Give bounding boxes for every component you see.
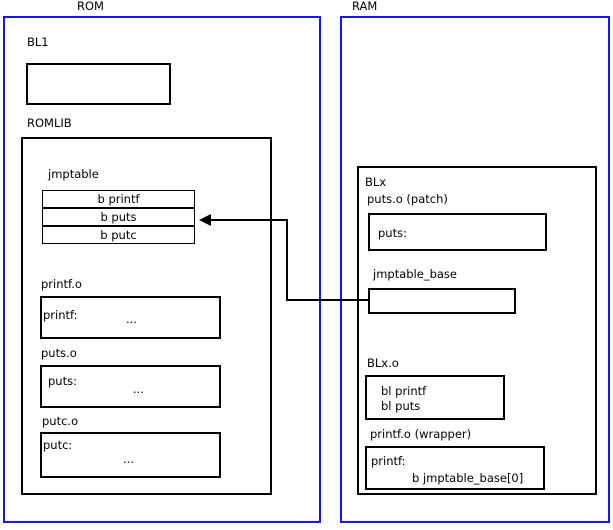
putc-o-label: putc.o: [42, 414, 79, 428]
jmptable-label: jmptable: [48, 167, 99, 181]
puts-patch-box: [368, 213, 547, 251]
putc-o-body: ...: [123, 452, 134, 466]
blx-o-line1: bl printf: [381, 384, 427, 398]
puts-patch-label: puts.o (patch): [367, 192, 448, 206]
blx-o-label: BLx.o: [367, 356, 399, 370]
printf-o-symbol: printf:: [43, 308, 78, 322]
bl1-label: BL1: [27, 35, 49, 49]
jmptable-entry-putc-text: b putc: [100, 228, 137, 242]
blx-o-line2: bl puts: [381, 399, 421, 413]
puts-o-symbol: puts:: [48, 374, 77, 388]
bl1-box: [26, 63, 171, 105]
jmptable-entry-puts: b puts: [42, 208, 195, 226]
jmptable-entry-puts-text: b puts: [100, 210, 137, 224]
printf-o-box: [40, 296, 221, 339]
printf-o-label: printf.o: [41, 277, 82, 291]
connector-vertical: [286, 219, 288, 301]
romlib-label: ROMLIB: [27, 116, 72, 130]
jmptable-entry-putc: b putc: [42, 226, 195, 244]
blx-label: BLx: [365, 175, 387, 189]
printf-wrapper-symbol: printf:: [371, 454, 406, 468]
jmptable-entry-printf-text: b printf: [97, 192, 140, 206]
puts-o-box: [40, 365, 221, 408]
rom-region: [3, 16, 321, 523]
ram-region: [340, 16, 610, 523]
puts-patch-symbol: puts:: [378, 226, 407, 240]
connector-arrowhead-icon: [199, 214, 211, 226]
connector-horizontal-right: [286, 299, 368, 301]
putc-o-symbol: putc:: [43, 438, 73, 452]
printf-o-body: ...: [126, 312, 137, 326]
puts-o-label: puts.o: [41, 346, 77, 360]
blx-o-box: [365, 375, 505, 420]
connector-horizontal-left: [210, 219, 288, 221]
rom-region-label: ROM: [77, 0, 104, 13]
jmptable-entry-printf: b printf: [42, 190, 195, 208]
printf-wrapper-label: printf.o (wrapper): [370, 427, 472, 441]
jmptable-base-box: [368, 288, 516, 314]
putc-o-box: [40, 432, 221, 478]
ram-region-label: RAM: [352, 0, 378, 13]
printf-wrapper-box: [365, 446, 545, 490]
jmptable-base-label: jmptable_base: [373, 267, 457, 281]
printf-wrapper-instruction: b jmptable_base[0]: [412, 471, 524, 485]
puts-o-body: ...: [133, 382, 144, 396]
